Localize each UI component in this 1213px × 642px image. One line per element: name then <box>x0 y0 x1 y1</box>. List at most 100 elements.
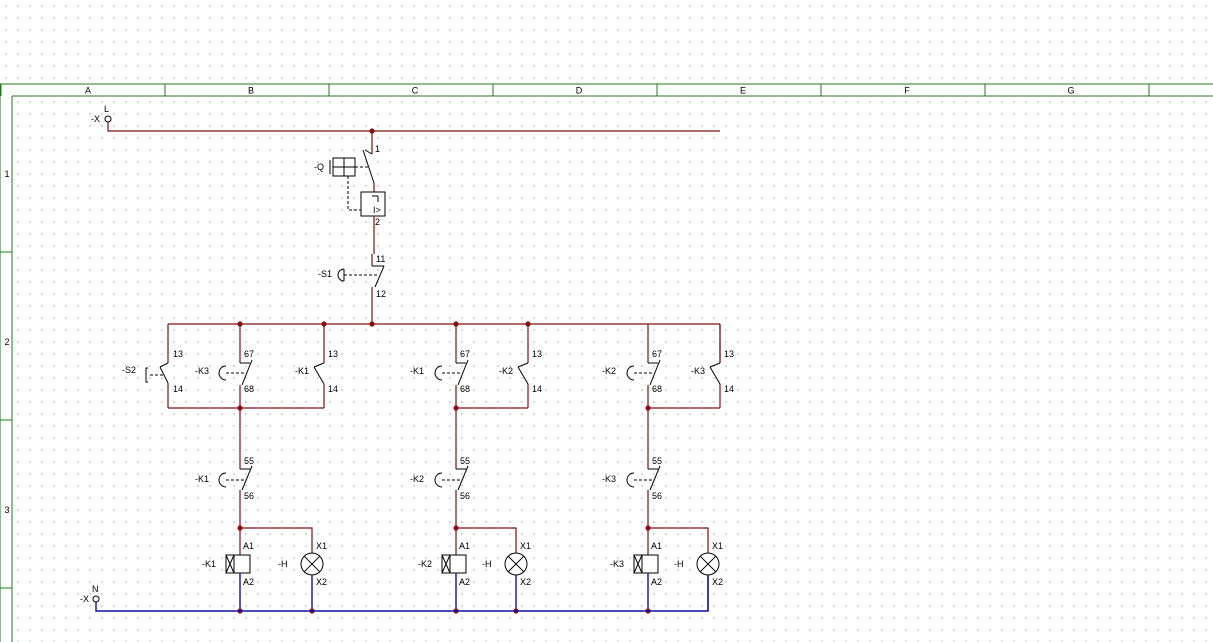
row-labels: 1 2 3 <box>4 169 9 515</box>
interlock-nc-contact[interactable]: -K2 67 68 <box>602 324 662 408</box>
pin-label: 67 <box>244 349 254 359</box>
pin-label: 68 <box>460 384 470 394</box>
contactor-coil[interactable]: -K3 A1 A2 <box>610 528 662 611</box>
neutral-bus <box>95 575 709 612</box>
device-tag: -K2 <box>602 366 616 376</box>
row-label: 3 <box>4 505 9 515</box>
rung-wires <box>168 324 721 409</box>
contactor-coil[interactable]: -K1 A1 A2 <box>202 528 254 611</box>
pin-label: 2 <box>375 217 380 227</box>
pin-label: 67 <box>460 349 470 359</box>
terminal-name: N <box>92 584 99 594</box>
junction-node <box>453 405 459 411</box>
device-tag: -H <box>278 559 288 569</box>
pin-label: 11 <box>376 254 385 264</box>
pin-label: A2 <box>243 577 254 587</box>
device-tag: -K1 <box>295 366 309 376</box>
column-label: G <box>1067 86 1074 96</box>
device-tag: -S2 <box>122 365 136 375</box>
column-label: E <box>740 86 746 96</box>
self-hold-no-contact[interactable]: -K1 13 14 <box>295 324 338 408</box>
circuit-breaker[interactable]: I> -Q 1 2 <box>314 131 386 254</box>
terminal-name: L <box>104 104 109 114</box>
pin-label: 55 <box>244 456 254 466</box>
device-tag: -K2 <box>499 366 513 376</box>
indicator-lamp[interactable]: -H X1 X2 <box>240 527 327 611</box>
indicator-lamp[interactable]: -H X1 X2 <box>456 527 531 611</box>
column-label: C <box>412 86 419 96</box>
interlock-nc-contact[interactable]: -K1 67 68 <box>410 324 470 408</box>
column-label: D <box>576 86 583 96</box>
device-tag: -K3 <box>195 366 209 376</box>
device-tag: -K2 <box>410 474 424 484</box>
device-tag: -K1 <box>410 366 424 376</box>
pin-label: 1 <box>375 144 380 154</box>
column-label: B <box>248 86 254 96</box>
pin-label: A2 <box>651 577 662 587</box>
pin-label: 56 <box>244 491 254 501</box>
pin-label: 56 <box>652 491 662 501</box>
pin-label: 55 <box>460 456 470 466</box>
junction-node <box>645 525 651 531</box>
pin-label: 13 <box>724 349 734 359</box>
device-tag: -K3 <box>691 366 705 376</box>
device-tag: -H <box>674 559 684 569</box>
pin-label: 67 <box>652 349 662 359</box>
line-bus <box>107 122 720 132</box>
pin-label: 14 <box>724 384 734 394</box>
pin-label: 13 <box>328 349 338 359</box>
pin-label: 12 <box>376 289 386 299</box>
stop-button[interactable]: -S1 11 12 <box>318 254 386 324</box>
pin-label: A2 <box>459 577 470 587</box>
interlock-nc-contact[interactable]: -K3 67 68 <box>195 324 254 408</box>
pin-label: X1 <box>520 541 531 551</box>
column-label: F <box>904 86 910 96</box>
pin-label: 14 <box>532 384 542 394</box>
device-tag: -H <box>482 559 492 569</box>
pin-label: A1 <box>651 541 662 551</box>
junction-node <box>453 321 459 327</box>
drawing-frame <box>0 83 1213 642</box>
start-button[interactable]: -S2 13 14 <box>122 324 183 408</box>
junction-node <box>321 321 327 327</box>
interlock-nc-contact[interactable]: -K3 55 56 <box>602 408 662 528</box>
pin-label: 14 <box>173 384 183 394</box>
pin-label: A1 <box>459 541 470 551</box>
pin-label: 56 <box>460 491 470 501</box>
device-tag: -K2 <box>418 559 432 569</box>
terminal-tag: -X <box>80 594 89 604</box>
junction-node <box>237 405 243 411</box>
junction-node <box>525 321 531 327</box>
contactor-coil[interactable]: -K2 A1 A2 <box>418 528 470 611</box>
device-tag: -K3 <box>610 559 624 569</box>
pin-label: 13 <box>173 349 183 359</box>
pin-label: 68 <box>652 384 662 394</box>
pin-label: 68 <box>244 384 254 394</box>
pin-label: 13 <box>532 349 542 359</box>
junction-node <box>645 405 651 411</box>
device-tag: -S1 <box>318 269 332 279</box>
junction-node <box>237 525 243 531</box>
interlock-nc-contact[interactable]: -K1 55 56 <box>195 408 254 528</box>
pin-label: X2 <box>712 577 723 587</box>
pin-label: A1 <box>243 541 254 551</box>
interlock-nc-contact[interactable]: -K2 55 56 <box>410 408 470 528</box>
pin-label: X1 <box>316 541 327 551</box>
device-tag: -K1 <box>195 474 209 484</box>
column-labels: A B C D E F G <box>85 86 1075 96</box>
device-tag: -K1 <box>202 559 216 569</box>
row-label: 2 <box>4 337 9 347</box>
pin-label: X2 <box>316 577 327 587</box>
junction-node <box>369 128 375 134</box>
junction-node <box>237 321 243 327</box>
self-hold-no-contact[interactable]: -K2 13 14 <box>499 324 542 408</box>
branch-k2: -K1 67 68 -K2 13 14 -K2 55 56 <box>410 324 542 611</box>
device-tag: -K3 <box>602 474 616 484</box>
pin-label: X2 <box>520 577 531 587</box>
pin-label: 14 <box>328 384 338 394</box>
branch-k1: -K3 67 68 -K1 13 14 -K1 55 56 <box>195 324 338 611</box>
pin-label: X1 <box>712 541 723 551</box>
junction-nodes <box>237 321 651 614</box>
